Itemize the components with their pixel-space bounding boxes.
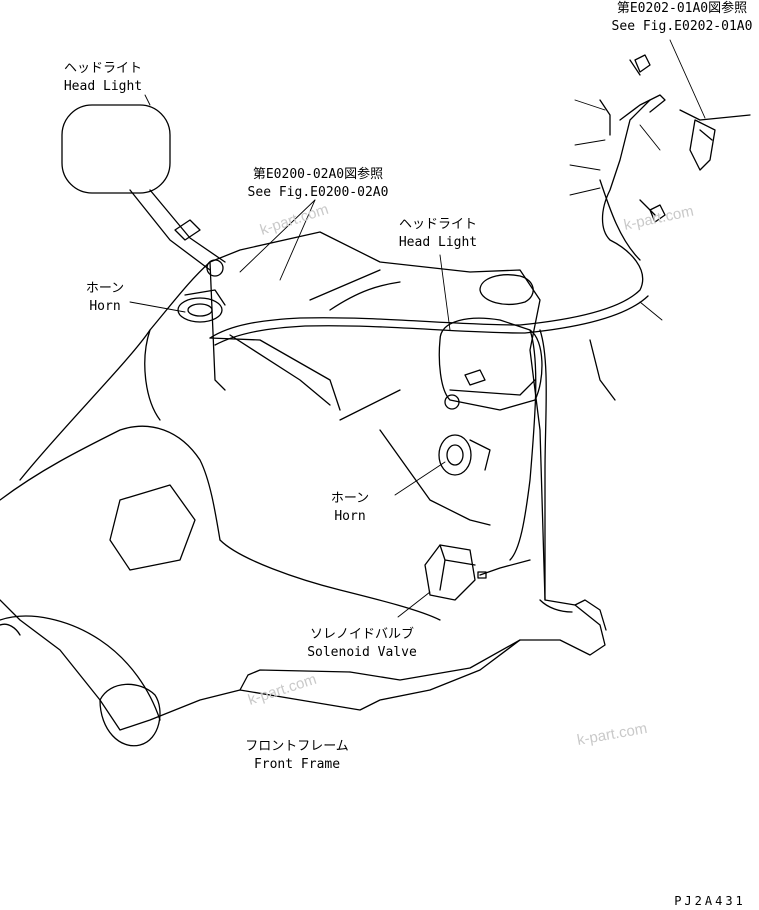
horn-right	[438, 434, 491, 476]
headlight-left-label-en: Head Light	[64, 79, 142, 94]
horn-left	[177, 289, 226, 323]
drawing-code: PJ2A431	[674, 894, 746, 908]
ref-e0202-label-en: See Fig.E0202-01A0	[612, 19, 753, 34]
wiring-harness	[209, 54, 751, 601]
horn-right-label-en: Horn	[334, 509, 365, 524]
watermark-3: k-part.com	[246, 671, 319, 709]
headlight-right	[438, 317, 543, 411]
headlight-right-label-en: Head Light	[399, 235, 477, 250]
solenoid-valve-label-jp: ソレノイドバルブ	[310, 626, 414, 642]
solenoid-valve	[424, 544, 531, 601]
solenoid-valve-label-en: Solenoid Valve	[307, 645, 417, 660]
horn-left-label-jp: ホーン	[86, 281, 124, 296]
front-frame-label-jp: フロントフレーム	[245, 739, 349, 754]
front-frame-label-en: Front Frame	[254, 757, 340, 772]
watermark-1: k-part.com	[258, 201, 331, 239]
front-frame	[0, 231, 607, 747]
ref-e0200-label-en: See Fig.E0200-02A0	[248, 185, 389, 200]
watermark-4: k-part.com	[576, 720, 649, 749]
headlight-left	[61, 104, 226, 277]
watermark-2: k-part.com	[622, 203, 695, 234]
ref-e0200-label-jp: 第E0200-02A0図参照	[253, 166, 383, 182]
headlight-right-label-jp: ヘッドライト	[399, 217, 477, 232]
horn-right-label-jp: ホーン	[331, 491, 369, 506]
headlight-left-label-jp: ヘッドライト	[64, 61, 142, 76]
leader-lines	[129, 39, 706, 618]
ref-e0202-label-jp: 第E0202-01A0図参照	[617, 0, 747, 16]
horn-left-label-en: Horn	[89, 299, 120, 314]
